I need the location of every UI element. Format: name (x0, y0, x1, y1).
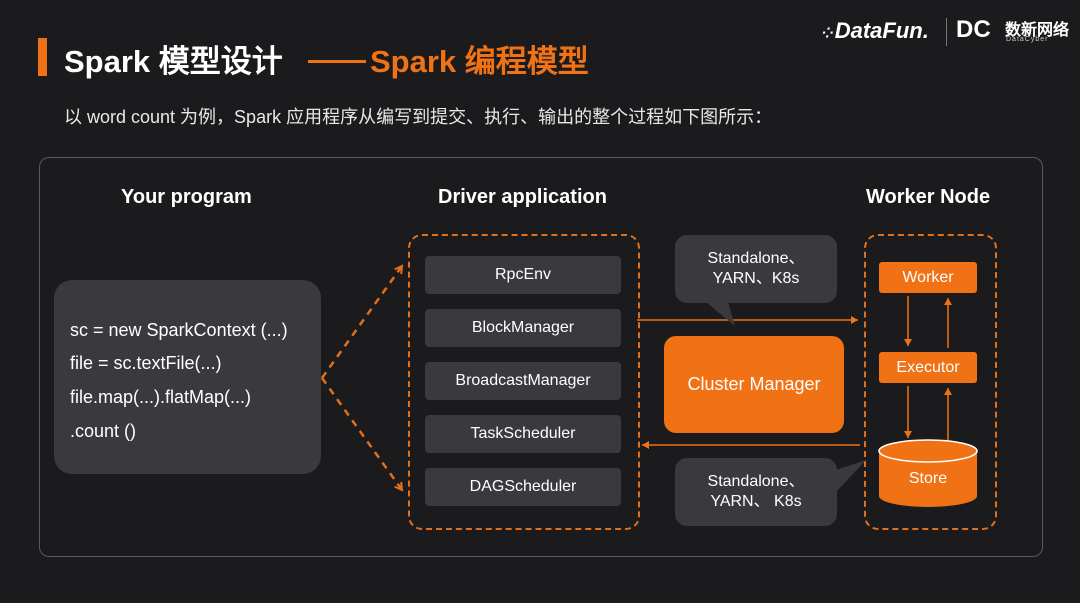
bubble-bottom-line: YARN、 K8s (710, 493, 802, 510)
cluster-manager-box: Cluster Manager (664, 336, 844, 433)
logo-divider (946, 18, 947, 46)
bubble-top: Standalone、 YARN、K8s (675, 235, 837, 303)
driver-application-box (408, 234, 640, 530)
bubble-bottom-tail (836, 460, 866, 492)
bubble-top-line: Standalone、 (707, 250, 805, 267)
component-dagscheduler: DAGScheduler (425, 468, 621, 506)
worker-box: Worker (879, 262, 977, 293)
component-blockmanager: BlockManager (425, 309, 621, 347)
description-text: 以 word count 为例，Spark 应用程序从编写到提交、执行、输出的整… (64, 107, 773, 127)
code-line: file.map(...).flatMap(...) (70, 387, 252, 407)
bubble-top-tail (706, 302, 735, 326)
bubble-bottom: Standalone、 YARN、 K8s (675, 458, 837, 526)
program-to-driver-arrow-top (320, 266, 402, 379)
driver-heading: Driver application (438, 186, 607, 208)
diagram-panel (39, 157, 1043, 557)
component-rpcenv: RpcEnv (425, 256, 621, 294)
datafun-logo-text: DataFun. (834, 18, 929, 43)
page-subtitle-text: Spark 编程模型 (370, 44, 589, 79)
executor-box: Executor (879, 352, 977, 383)
worker-heading: Worker Node (866, 186, 991, 208)
code-line: .count () (70, 421, 137, 441)
title-accent-bar (38, 38, 47, 76)
datafun-dots-icon: ⁘ (822, 25, 834, 41)
store-label: Store (908, 470, 948, 487)
component-taskscheduler: TaskScheduler (425, 415, 621, 453)
bubble-bottom-line: Standalone、 (707, 473, 805, 490)
datafun-logo: ⁘DataFun. (822, 18, 929, 44)
page-subtitle: Spark 编程模型 (308, 36, 589, 81)
worker-node-box (864, 234, 997, 530)
subtitle-dash (308, 60, 366, 64)
program-code-box (54, 280, 321, 474)
datacyber-logo-text: 数新网络 (1005, 22, 1070, 39)
component-broadcastmanager: BroadcastManager (425, 362, 621, 400)
code-line: sc = new SparkContext (...) (70, 320, 288, 340)
datacyber-logo-mark: DC (956, 16, 991, 43)
bubble-top-line: YARN、K8s (712, 270, 800, 287)
store-cylinder-icon (878, 439, 978, 507)
datacyber-logo-subtext: DataCyber (1006, 36, 1049, 43)
program-heading: Your program (121, 186, 252, 208)
code-line: file = sc.textFile(...) (70, 353, 222, 373)
program-to-driver-arrow-bottom (320, 377, 402, 490)
page-title: Spark 模型设计 (64, 44, 283, 79)
